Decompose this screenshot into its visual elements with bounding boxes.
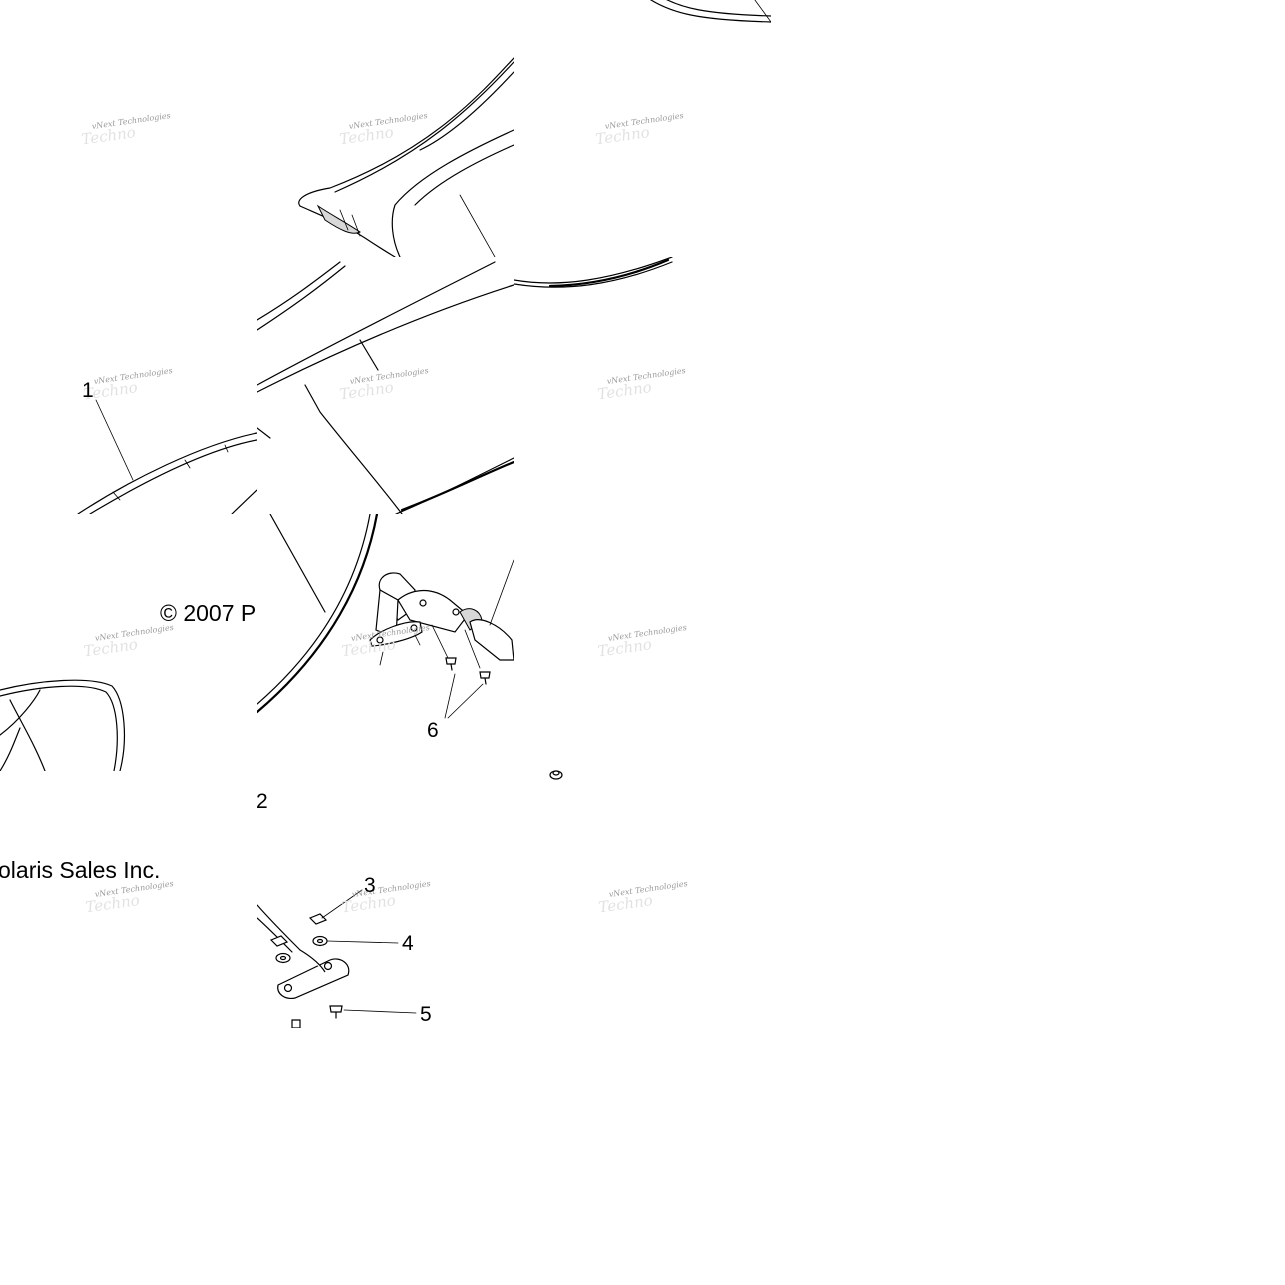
callout-2: 2: [256, 790, 268, 813]
grab-handle-fragment: [257, 514, 514, 719]
watermark-layer: Techno vNext Technologies Techno vNext T…: [80, 111, 688, 916]
seat-nose-fragment: [298, 57, 514, 257]
copyright-fragment-b: olaris Sales Inc.: [0, 857, 160, 883]
callout-5: 5: [420, 1003, 432, 1026]
seat-rear-fragment: [77, 399, 257, 514]
seat-cushion-fragment: [0, 679, 125, 771]
copyright-fragment-a: © 2007 Po: [160, 600, 269, 626]
seat-edge-fragment: [514, 257, 673, 288]
mount-hardware-fragment: [257, 889, 417, 1028]
seat-tip-fragment: [649, 0, 771, 23]
callout-1: 1: [82, 379, 94, 402]
seat-middle-fragment: [257, 261, 514, 514]
small-washer: [549, 770, 563, 780]
callout-3: 3: [364, 874, 376, 897]
callout-6: 6: [427, 719, 439, 742]
callout-4: 4: [402, 932, 414, 955]
